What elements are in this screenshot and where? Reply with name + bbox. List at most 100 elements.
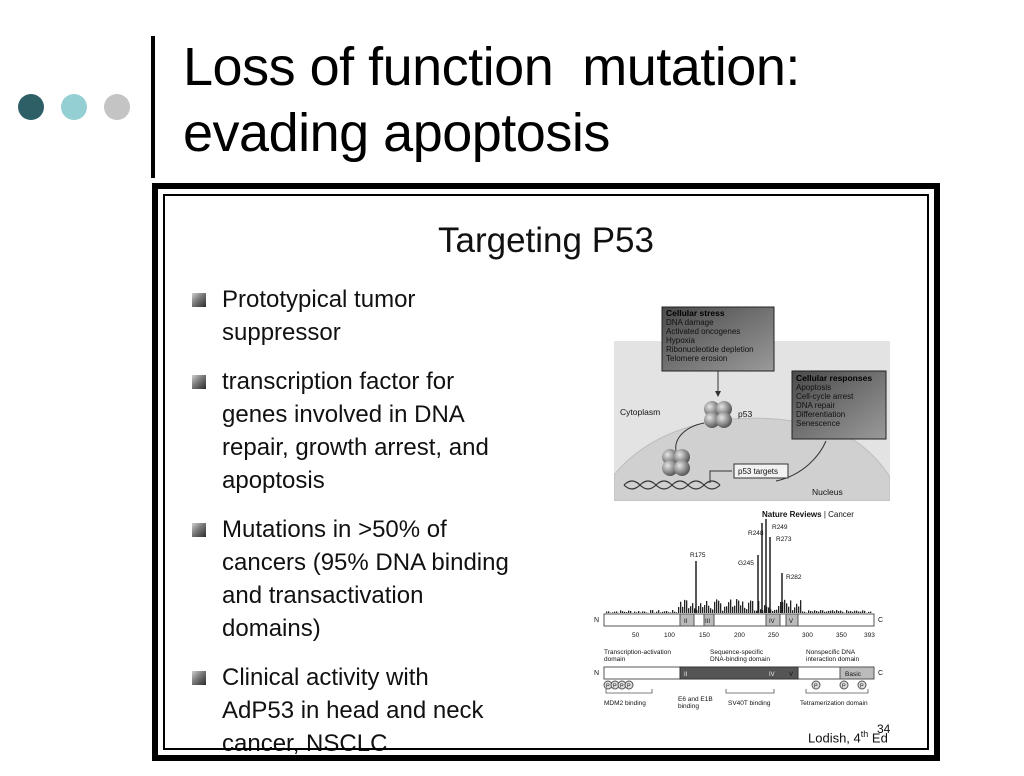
histogram-bar <box>816 611 817 613</box>
domain-label: V <box>789 672 793 678</box>
histogram-bar <box>666 611 667 613</box>
phosphorylation-site <box>625 681 633 689</box>
histogram-bar <box>716 599 717 613</box>
stress-item: Hypoxia <box>666 336 695 345</box>
bullet-item: Prototypical tumor suppressor <box>188 283 568 349</box>
histogram-bar <box>728 602 729 613</box>
bullet-item: Mutations in >50% of cancers (95% DNA bi… <box>188 513 568 645</box>
histogram-bar <box>734 606 735 613</box>
histogram-bar <box>824 612 825 613</box>
hotspot-label: R249 <box>772 524 788 531</box>
histogram-bar <box>730 600 731 613</box>
histogram-bar <box>668 612 669 613</box>
basic-region <box>840 667 874 679</box>
domain-label: II <box>684 672 688 678</box>
bracket <box>806 689 868 693</box>
histogram-bar <box>768 607 769 613</box>
histogram-bar <box>820 610 821 613</box>
domain-label: IV <box>769 619 775 625</box>
histogram-bar <box>702 607 703 613</box>
histogram-bar <box>836 610 837 613</box>
histogram-bar <box>616 611 617 613</box>
histogram-bar <box>756 611 757 613</box>
histogram-bar <box>868 612 869 613</box>
bullet-item: transcription factor for genes involved … <box>188 365 568 497</box>
p53-to-nucleus-arrow <box>676 423 704 451</box>
histogram-bar <box>794 607 795 613</box>
histogram-bar <box>762 610 763 613</box>
histogram-bar <box>684 600 685 613</box>
histogram-bar <box>772 611 773 613</box>
histogram-bar <box>710 608 711 613</box>
axis-tick: 393 <box>864 632 875 639</box>
domain-label: III <box>705 619 710 625</box>
p53-label: p53 <box>738 409 752 419</box>
histogram-bar <box>636 612 637 613</box>
bullet-square-icon <box>192 293 206 307</box>
cytoplasm-panel <box>614 341 890 501</box>
axis-tick: 350 <box>836 632 847 639</box>
histogram-bar <box>748 603 749 613</box>
histogram-bar <box>826 612 827 613</box>
bullet-item: Clinical activity with AdP53 in head and… <box>188 661 568 760</box>
histogram-bar <box>714 602 715 613</box>
histogram-bar <box>780 602 781 613</box>
histogram-bar <box>854 611 855 613</box>
hotspot-label: R248 <box>748 530 764 537</box>
histogram-bar <box>744 608 745 613</box>
p53-targets-box <box>734 464 788 478</box>
histogram-bar <box>692 603 693 613</box>
p53-tetramer-nucleus <box>662 449 690 476</box>
histogram-bar <box>840 611 841 613</box>
nucleus-label: Nucleus <box>812 487 843 497</box>
axis-tick: 100 <box>664 632 675 639</box>
histogram-bar <box>726 606 727 613</box>
nuclear-membrane <box>614 418 890 501</box>
histogram-bar <box>804 612 805 613</box>
tetramerization-label: Tetramerization domain <box>800 700 868 707</box>
histogram-bar <box>742 601 743 613</box>
axis-tick: 200 <box>734 632 745 639</box>
bracket <box>606 689 652 693</box>
histogram-bar <box>690 606 691 613</box>
histogram-bar <box>630 611 631 613</box>
histogram-bar <box>672 610 673 613</box>
phosphorylation-site <box>604 681 612 689</box>
histogram-bar <box>852 612 853 613</box>
histogram-bar <box>662 612 663 613</box>
title-line-1: Loss of function mutation: <box>183 34 800 100</box>
domain-label: V <box>789 619 793 625</box>
histogram-bar <box>732 607 733 613</box>
histogram-bar <box>658 610 659 613</box>
histogram-bar <box>842 612 843 613</box>
histogram-bar <box>814 610 815 613</box>
histogram-bar <box>736 599 737 613</box>
hotspot-label: R175 <box>690 552 706 559</box>
histogram-bar <box>722 611 723 613</box>
bullet-list: Prototypical tumor suppressor transcript… <box>188 283 568 776</box>
response-arrow <box>776 441 826 481</box>
phosphorylation-site <box>618 681 626 689</box>
response-item: Senescence <box>796 419 841 428</box>
bullet-square-icon <box>192 671 206 685</box>
histogram-bar <box>606 612 607 613</box>
nature-reviews-credit: Nature Reviews | Cancer <box>762 510 854 519</box>
histogram-bar <box>798 606 799 613</box>
histogram-bar <box>810 611 811 613</box>
p53-targets-label: p53 targets <box>738 467 778 476</box>
stress-item: Ribonucleotide depletion <box>666 345 754 354</box>
source-credit: Lodish, 4th Ed <box>808 729 888 745</box>
phosphorylation-site <box>840 681 848 689</box>
histogram-bar <box>754 611 755 613</box>
histogram-bar <box>686 600 687 613</box>
histogram-bar <box>828 611 829 613</box>
phosphorylation-site <box>858 681 866 689</box>
histogram-bar <box>848 611 849 613</box>
histogram-bar <box>812 612 813 613</box>
histogram-bar <box>790 600 791 613</box>
histogram-bar <box>796 604 797 613</box>
bullet-text: Prototypical tumor suppressor <box>222 286 415 346</box>
